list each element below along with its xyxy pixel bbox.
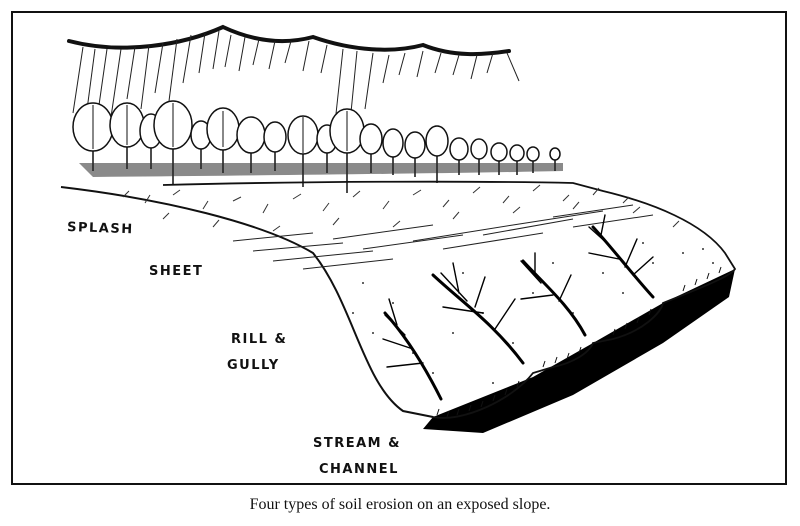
tree xyxy=(329,108,365,193)
label-rill-line1: RILL & xyxy=(231,332,287,347)
label-splash: SPLASH xyxy=(67,220,134,237)
slope-lobes xyxy=(162,180,737,419)
tree xyxy=(425,125,449,183)
rain-streaks xyxy=(72,30,520,134)
label-sheet: SHEET xyxy=(149,264,203,279)
channel-shadow xyxy=(423,269,735,433)
lobe-hatching xyxy=(436,266,722,418)
figure-caption: Four types of soil erosion on an exposed… xyxy=(249,496,551,513)
gully xyxy=(431,262,525,365)
tree-line xyxy=(72,100,561,193)
tree xyxy=(359,123,383,173)
tree xyxy=(153,100,193,185)
tree xyxy=(287,115,319,187)
gully xyxy=(588,214,655,299)
tree xyxy=(509,144,525,175)
tree xyxy=(109,102,145,169)
gully xyxy=(382,298,443,401)
label-stream-line1: STREAM & xyxy=(313,436,401,451)
undergrowth xyxy=(79,163,563,177)
sheet-streaks xyxy=(232,204,654,270)
gully-branches xyxy=(382,214,655,401)
erosion-illustration: SPLASH SHEET RILL & GULLY STREAM & CHANN… xyxy=(60,24,737,477)
gully xyxy=(520,252,587,337)
rain-cloud xyxy=(67,24,511,57)
tree xyxy=(72,102,114,171)
label-stream-line2: CHANNEL xyxy=(319,462,399,477)
illustration-frame: SPLASH SHEET RILL & GULLY STREAM & CHANN… xyxy=(11,11,787,485)
grass-texture xyxy=(122,184,680,232)
slope-outline xyxy=(60,186,434,418)
label-rill-line2: GULLY xyxy=(227,358,280,373)
